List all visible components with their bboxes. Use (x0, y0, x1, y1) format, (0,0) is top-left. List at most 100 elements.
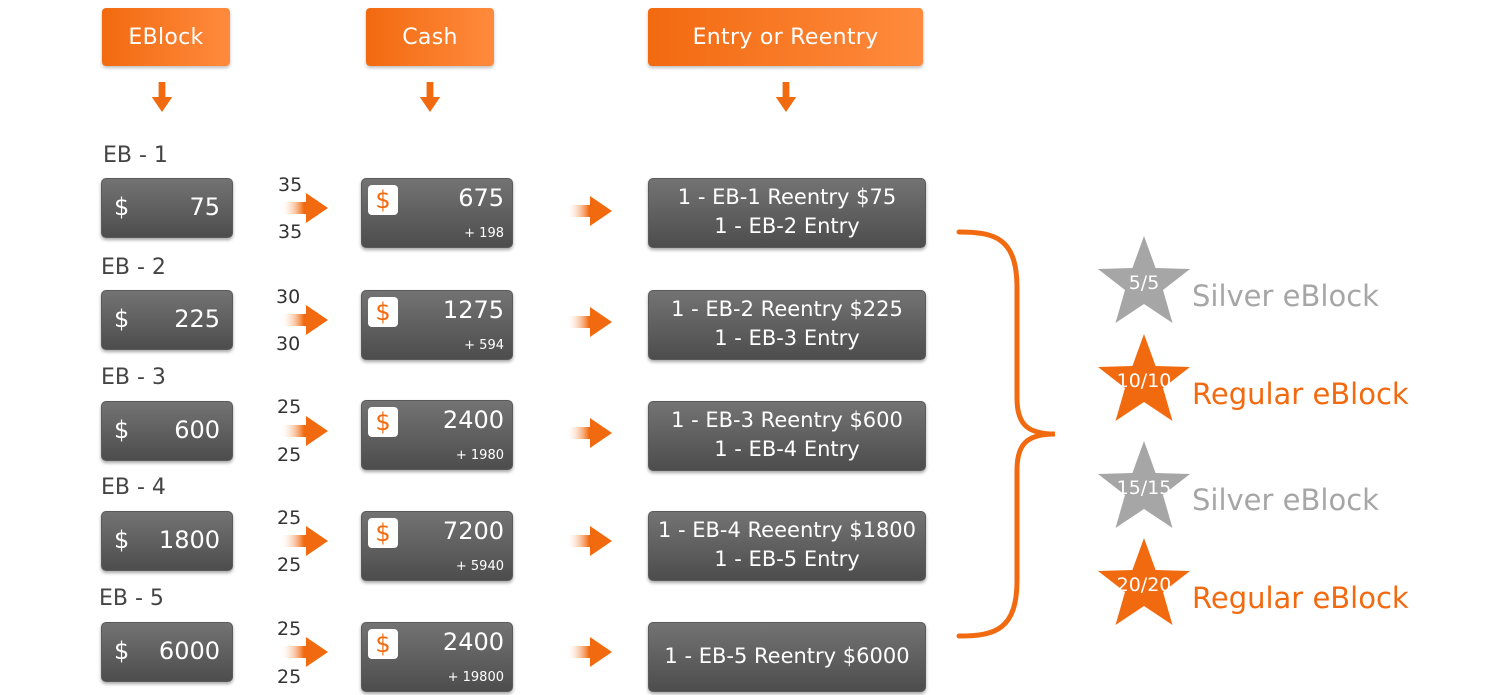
tier-label: Silver eBlock (1192, 483, 1379, 517)
right-arrow-icon (280, 305, 328, 335)
curly-brace-icon (956, 229, 1056, 639)
ratio-bottom: 30 (276, 333, 301, 355)
ratio-bottom: 25 (277, 666, 302, 688)
eblock-amount: 75 (189, 193, 220, 221)
cash-value: 2400 (442, 406, 504, 434)
cash-delta: + 1980 (455, 448, 504, 463)
down-arrow-icon (419, 82, 441, 112)
entry-line: 1 - EB-1 Reentry $75 (677, 185, 897, 209)
entry-box: 1 - EB-1 Reentry $75 1 - EB-2 Entry (648, 178, 926, 248)
eblock-amount: 225 (174, 305, 220, 333)
eblock-amount-box: $ 1800 (101, 511, 233, 571)
entry-text: 1 - EB-3 Reentry $600 1 - EB-4 Entry (649, 406, 925, 464)
eblock-amount-box: $ 225 (101, 290, 233, 350)
cash-value: 2400 (442, 628, 504, 656)
header-eblock: EBlock (102, 8, 230, 66)
ratio-bottom: 25 (277, 554, 302, 576)
entry-line: 1 - EB-5 Reentry $6000 (664, 644, 910, 668)
ratio-top: 30 (276, 286, 301, 308)
entry-text: 1 - EB-2 Reentry $225 1 - EB-3 Entry (649, 295, 925, 353)
tier-label: Silver eBlock (1192, 279, 1379, 313)
ratio-top: 25 (277, 618, 302, 640)
entry-line: 1 - EB-3 Entry (714, 326, 860, 350)
cash-delta: + 198 (464, 226, 504, 241)
cash-box: $ 7200 + 5940 (361, 511, 513, 581)
tier-badge: 15/15 (1116, 477, 1172, 499)
right-arrow-icon (566, 637, 612, 667)
star-icon (1098, 538, 1190, 625)
tier-star: 10/10 (1096, 334, 1192, 426)
ratio-top: 35 (278, 174, 303, 196)
right-arrow-icon (566, 418, 612, 448)
cash-box: $ 2400 + 19800 (361, 622, 513, 692)
header-entry-or-reentry: Entry or Reentry (648, 8, 923, 66)
tier-badge: 20/20 (1116, 574, 1172, 596)
dollar-icon: $ (368, 629, 398, 659)
dollar-sign: $ (114, 416, 130, 444)
cash-delta: + 594 (464, 338, 504, 353)
right-arrow-icon (566, 307, 612, 337)
entry-line: 1 - EB-4 Reeentry $1800 (657, 518, 917, 542)
eblock-label: EB - 3 (101, 365, 166, 390)
cash-box: $ 1275 + 594 (361, 290, 513, 360)
cash-delta: + 19800 (447, 670, 504, 685)
eblock-amount: 6000 (158, 637, 220, 665)
cash-delta: + 5940 (455, 559, 504, 574)
cash-box: $ 2400 + 1980 (361, 400, 513, 470)
right-arrow-icon (280, 526, 328, 556)
down-arrow-icon (775, 82, 797, 112)
eblock-amount-box: $ 600 (101, 401, 233, 461)
ratio-top: 25 (277, 396, 302, 418)
right-arrow-icon (280, 193, 328, 223)
cash-value: 1275 (442, 296, 504, 324)
cash-box: $ 675 + 198 (361, 178, 513, 248)
entry-line: 1 - EB-4 Entry (714, 437, 860, 461)
eblock-label: EB - 4 (101, 475, 166, 500)
eblock-label: EB - 2 (101, 255, 166, 280)
dollar-sign: $ (114, 305, 130, 333)
entry-box: 1 - EB-3 Reentry $600 1 - EB-4 Entry (648, 401, 926, 471)
entry-box: 1 - EB-4 Reeentry $1800 1 - EB-5 Entry (648, 511, 926, 581)
star-icon (1098, 334, 1190, 421)
eblock-amount-box: $ 6000 (101, 622, 233, 682)
tier-badge: 10/10 (1116, 370, 1172, 392)
tier-label: Regular eBlock (1192, 581, 1409, 615)
eblock-label: EB - 1 (103, 143, 168, 168)
entry-box: 1 - EB-2 Reentry $225 1 - EB-3 Entry (648, 290, 926, 360)
tier-label: Regular eBlock (1192, 377, 1409, 411)
entry-text: 1 - EB-5 Reentry $6000 (649, 642, 925, 671)
tier-star: 20/20 (1096, 538, 1192, 630)
ratio-bottom: 25 (277, 444, 302, 466)
right-arrow-icon (566, 526, 612, 556)
eblock-amount: 600 (174, 416, 220, 444)
dollar-icon: $ (368, 407, 398, 437)
entry-text: 1 - EB-4 Reeentry $1800 1 - EB-5 Entry (649, 516, 925, 574)
down-arrow-icon (151, 82, 173, 112)
header-cash: Cash (366, 8, 494, 66)
dollar-icon: $ (368, 185, 398, 215)
ratio-bottom: 35 (278, 221, 303, 243)
entry-line: 1 - EB-2 Reentry $225 (671, 297, 903, 321)
eblock-amount: 1800 (158, 526, 220, 554)
entry-text: 1 - EB-1 Reentry $75 1 - EB-2 Entry (649, 183, 925, 241)
entry-box: 1 - EB-5 Reentry $6000 (648, 622, 926, 692)
eblock-label: EB - 5 (99, 586, 164, 611)
entry-line: 1 - EB-2 Entry (714, 214, 860, 238)
ratio-top: 25 (277, 507, 302, 529)
dollar-icon: $ (368, 297, 398, 327)
tier-star: 15/15 (1096, 441, 1192, 533)
cash-value: 675 (458, 184, 504, 212)
star-icon (1098, 441, 1190, 528)
right-arrow-icon (566, 196, 612, 226)
right-arrow-icon (280, 416, 328, 446)
tier-badge: 5/5 (1128, 272, 1160, 294)
entry-line: 1 - EB-3 Reentry $600 (671, 408, 903, 432)
cash-value: 7200 (442, 517, 504, 545)
entry-line: 1 - EB-5 Entry (714, 547, 860, 571)
dollar-icon: $ (368, 518, 398, 548)
right-arrow-icon (280, 637, 328, 667)
eblock-amount-box: $ 75 (101, 178, 233, 238)
dollar-sign: $ (114, 193, 130, 221)
tier-star: 5/5 (1096, 236, 1192, 328)
star-icon (1098, 236, 1190, 323)
